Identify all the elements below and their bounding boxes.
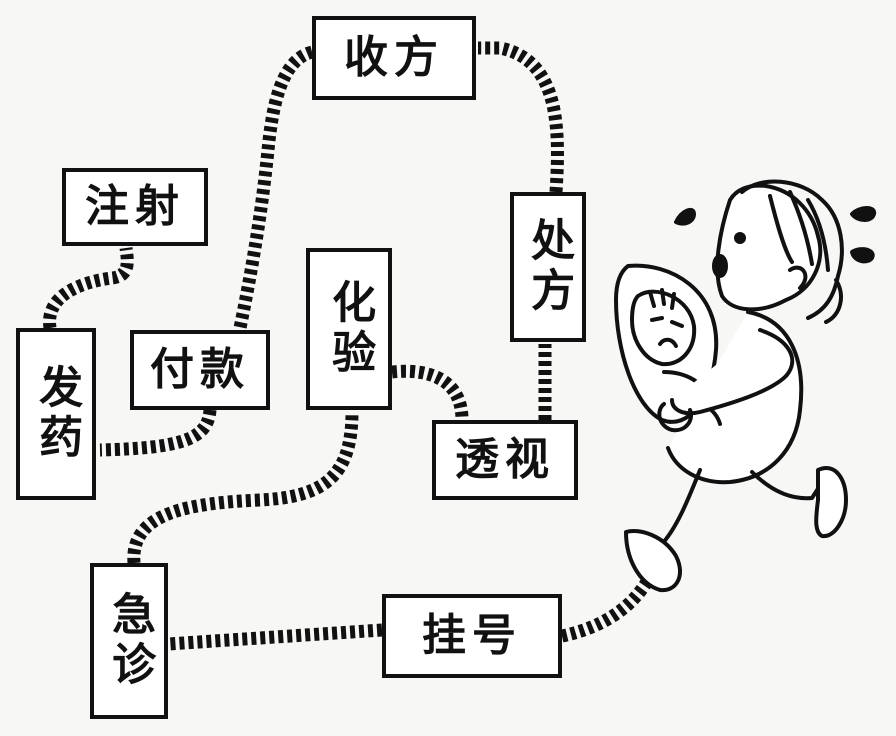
- node-label: 处方: [523, 217, 575, 317]
- parent-mouth: [712, 254, 728, 278]
- node-label: 发药: [31, 364, 83, 464]
- parent-arm: [670, 328, 795, 416]
- path-fayao-to-zhushe: [43, 247, 134, 329]
- node-huayan: 化验: [306, 248, 392, 410]
- parent-hair: [740, 179, 844, 324]
- node-fayao: 发药: [16, 328, 96, 500]
- parent-leg-back: [750, 468, 832, 501]
- parent-hand: [657, 402, 693, 433]
- path-fukuan-to-fayao: [99, 409, 217, 457]
- node-label: 收方: [344, 31, 444, 83]
- node-shoufang: 收方: [312, 16, 476, 100]
- node-label: 化验: [324, 279, 376, 379]
- sweat-drop-icon: [850, 247, 875, 264]
- node-label: 付款: [150, 343, 250, 395]
- parent-ear: [788, 265, 808, 290]
- baby-hair: [648, 288, 676, 310]
- baby-mouth: [658, 337, 678, 348]
- sweat-drop-icon: [674, 207, 696, 226]
- path-jizhen-to-huayan: [127, 411, 359, 564]
- parent-leg-front: [658, 468, 702, 548]
- node-jizhen: 急诊: [90, 563, 168, 719]
- baby-face: [630, 289, 697, 367]
- node-chufang: 处方: [510, 192, 586, 342]
- node-toushi: 透视: [432, 420, 578, 500]
- node-zhushe: 注射: [62, 168, 208, 246]
- node-guahao: 挂号: [382, 594, 562, 678]
- parent-head: [715, 183, 823, 312]
- path-huayan-to-toushi: [391, 364, 469, 421]
- sweat-drop-icon: [850, 206, 877, 222]
- node-label: 注射: [85, 180, 185, 232]
- parent-shoe-front: [624, 529, 682, 593]
- path-guahao-to-parent: [560, 576, 654, 643]
- node-label: 透视: [455, 433, 555, 485]
- node-label: 挂号: [422, 609, 522, 661]
- parent-eye: [734, 232, 746, 244]
- node-label: 急诊: [104, 591, 156, 691]
- baby-eyes: [650, 316, 684, 328]
- parent-shoe-back: [814, 466, 848, 539]
- node-fukuan: 付款: [130, 330, 270, 410]
